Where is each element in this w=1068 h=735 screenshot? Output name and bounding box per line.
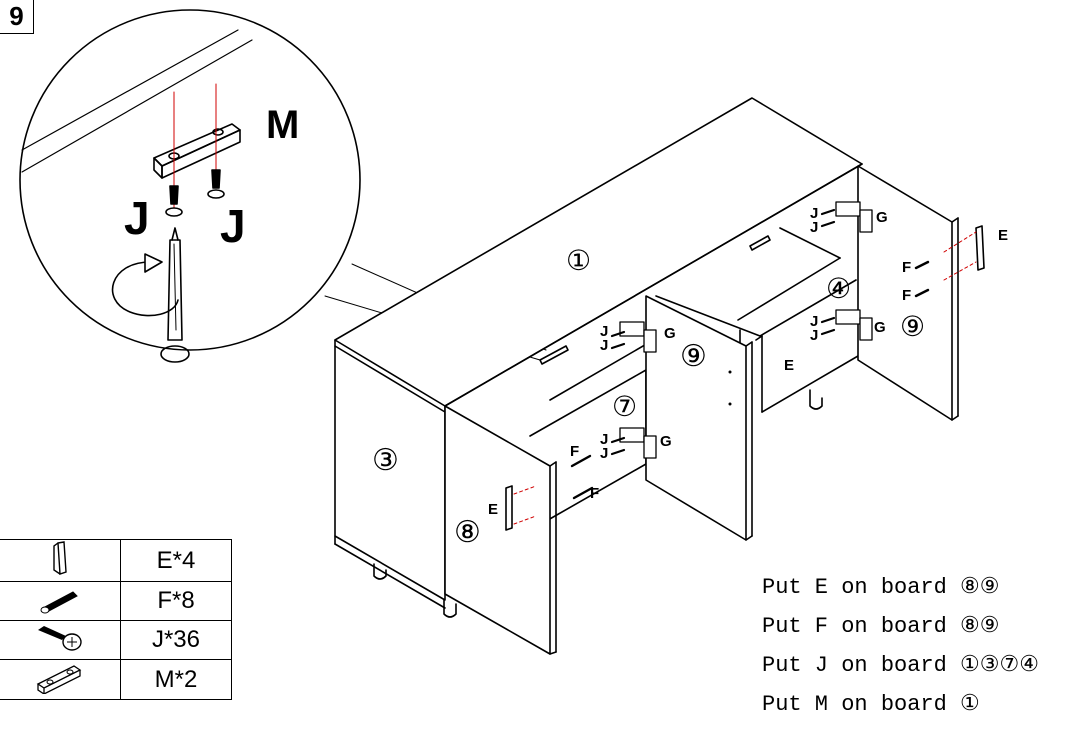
parts-row: F*8 (0, 581, 232, 621)
dowel-icon (570, 260, 930, 500)
hinge-label: G (874, 319, 886, 336)
screw-label: J (600, 431, 608, 448)
instructions: Put E on board ⑧⑨ Put F on board ⑧⑨ Put … (762, 570, 1039, 726)
dowel-label: F (570, 443, 579, 460)
screw-label-right: J (220, 200, 246, 252)
instruction-line: Put M on board ① (762, 692, 980, 717)
handle-label: E (784, 357, 794, 374)
screw-label-left: J (124, 192, 150, 244)
door-left-front (444, 405, 557, 655)
screw-icon (610, 208, 836, 456)
instruction-line: Put E on board ⑧⑨ (762, 575, 1000, 600)
screw-label: J (810, 219, 818, 236)
bracket-icon (0, 659, 121, 700)
callout-board-4: ④ (826, 272, 851, 305)
hinge-icon (619, 201, 873, 459)
parts-qty: F*8 (120, 581, 232, 621)
callout-board-9-right: ⑨ (900, 310, 925, 343)
door-center (645, 295, 763, 541)
parts-qty: E*4 (120, 539, 232, 582)
parts-qty: J*36 (120, 620, 232, 660)
handle-icon (505, 225, 985, 531)
callout-board-7: ⑦ (612, 390, 637, 423)
instruction-line: Put F on board ⑧⑨ (762, 614, 1000, 639)
handle-label: E (488, 501, 498, 518)
handle-icon (0, 539, 121, 582)
screw-label: J (600, 445, 608, 462)
screw-label: J (810, 313, 818, 330)
rotation-arrow-icon (111, 261, 179, 317)
screw-icon (0, 620, 121, 660)
bracket-m-cabinet (539, 235, 771, 365)
hinge-label: G (876, 209, 888, 226)
parts-row: M*2 (0, 659, 232, 700)
parts-row: E*4 (0, 539, 232, 582)
dowel-label: F (902, 259, 911, 276)
door-right (857, 165, 959, 421)
hinge-label: G (664, 325, 676, 342)
parts-table: E*4 F*8 J*36 M*2 (0, 539, 232, 700)
callout-board-1: ① (566, 244, 591, 277)
bracket-m-detail (153, 123, 241, 179)
hinge-label: G (660, 433, 672, 450)
screw-detail-left (165, 185, 183, 217)
callout-board-9-center: ⑨ (680, 339, 707, 374)
step-number: 9 (0, 0, 34, 34)
parts-row: J*36 (0, 620, 232, 660)
handle-label: E (998, 227, 1008, 244)
assembly-guide-lines (513, 231, 977, 525)
screw-label: J (600, 337, 608, 354)
dowel-label: F (902, 287, 911, 304)
callout-board-3: ③ (372, 443, 399, 478)
callout-board-8: ⑧ (454, 515, 481, 550)
dowel-icon (0, 581, 121, 621)
dowel-label: F (590, 485, 599, 502)
cabinet-body (334, 97, 863, 618)
instruction-line: Put J on board ①③⑦④ (762, 653, 1039, 678)
screw-label: J (810, 327, 818, 344)
screw-label: J (810, 205, 818, 222)
screw-label: J (600, 323, 608, 340)
screw-detail-right (207, 169, 225, 199)
screwdriver-icon (160, 227, 190, 363)
parts-qty: M*2 (120, 659, 232, 700)
part-label-m: M (266, 103, 299, 147)
